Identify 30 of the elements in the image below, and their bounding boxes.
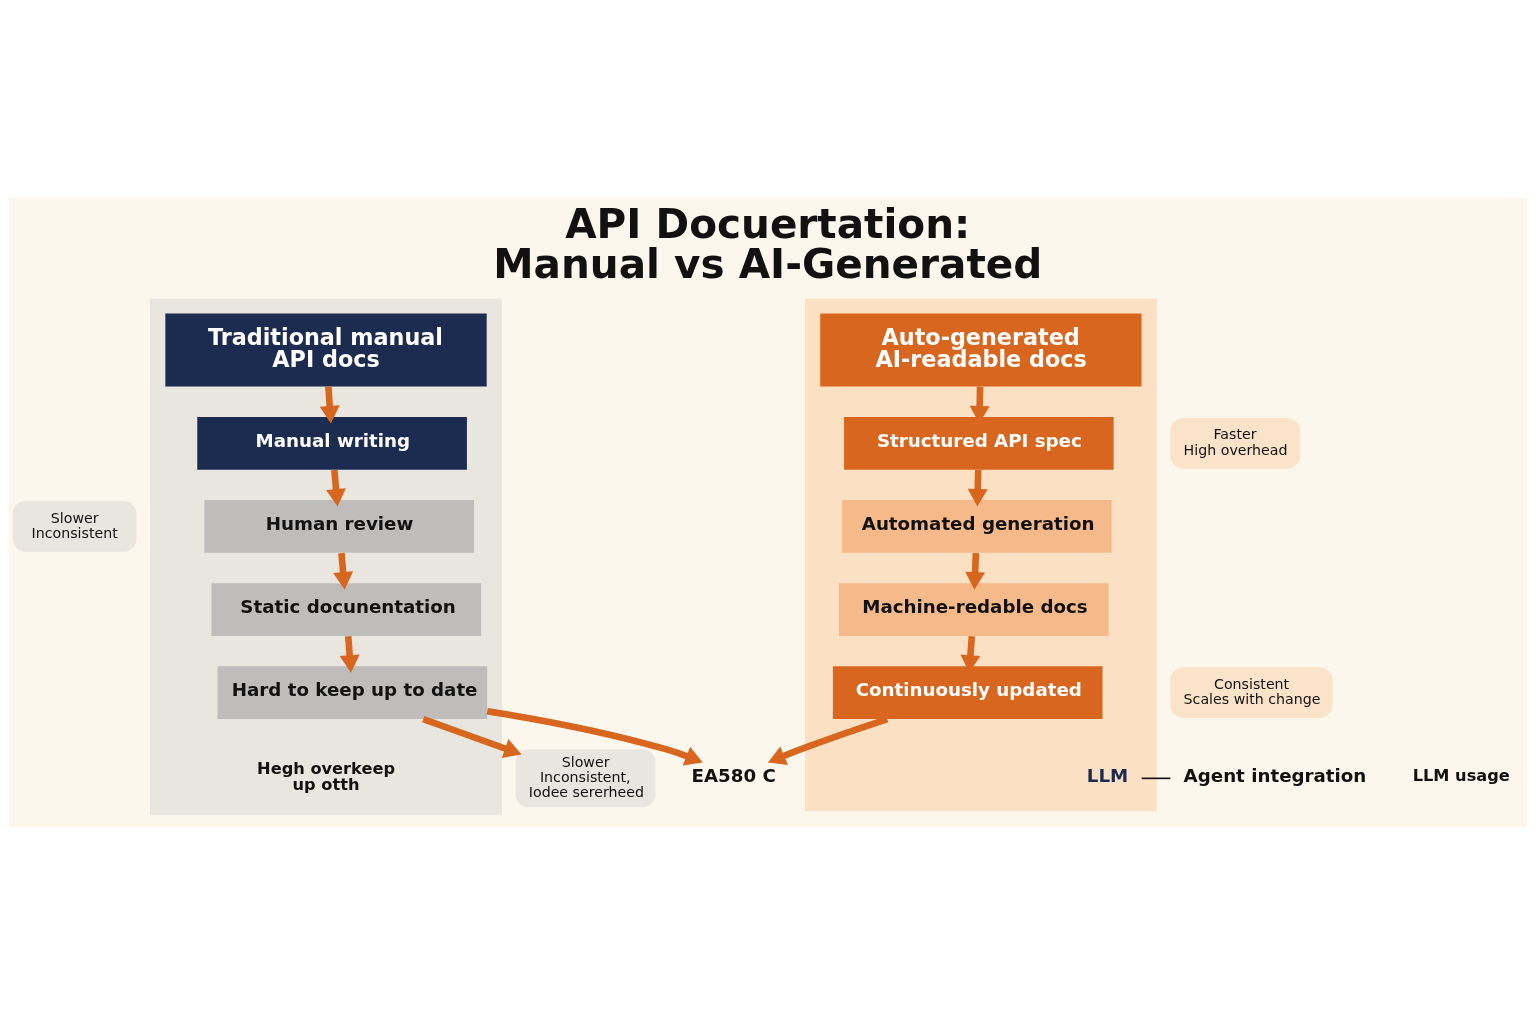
node-box: Structured API spec <box>844 416 1114 470</box>
label: LLM usage <box>1412 765 1510 785</box>
arrow <box>339 635 360 673</box>
node-text: LLM <box>1086 764 1129 786</box>
arrow <box>422 715 522 758</box>
arrow <box>965 552 986 590</box>
node-text: Agent integration <box>1183 764 1367 786</box>
node-box: Traditional manual API docs <box>165 313 487 387</box>
node-box: Automated generation <box>842 499 1112 553</box>
node-box: Slower Inconsistent, Iodee sererheed <box>515 748 656 807</box>
arrow <box>333 552 354 590</box>
arrow <box>486 707 703 765</box>
node-box: Static docunentation <box>211 582 482 636</box>
node-box: Faster High overhead <box>1170 417 1301 469</box>
connector <box>1140 777 1172 779</box>
label: Hegh overkeep up otth <box>257 758 396 794</box>
node-box: Manual writing <box>197 416 467 470</box>
diagram-title: API Docuertation: Manual vs AI-Generated <box>493 199 1043 288</box>
cluster <box>150 298 502 815</box>
cluster <box>805 298 1157 811</box>
node-box: Human review <box>204 499 475 553</box>
arrow <box>967 469 988 507</box>
node-box: Machine-redable docs <box>838 582 1109 636</box>
node-box: Continuously updated <box>832 665 1103 719</box>
arrow <box>319 385 340 424</box>
node-box: Hard to keep up to date <box>217 665 488 719</box>
arrow <box>326 469 346 507</box>
node-box: Auto-generated AI-readable docs <box>820 313 1142 387</box>
node-text: EA580 C <box>691 764 776 786</box>
node-box: Consistent Scales with change <box>1170 666 1333 718</box>
